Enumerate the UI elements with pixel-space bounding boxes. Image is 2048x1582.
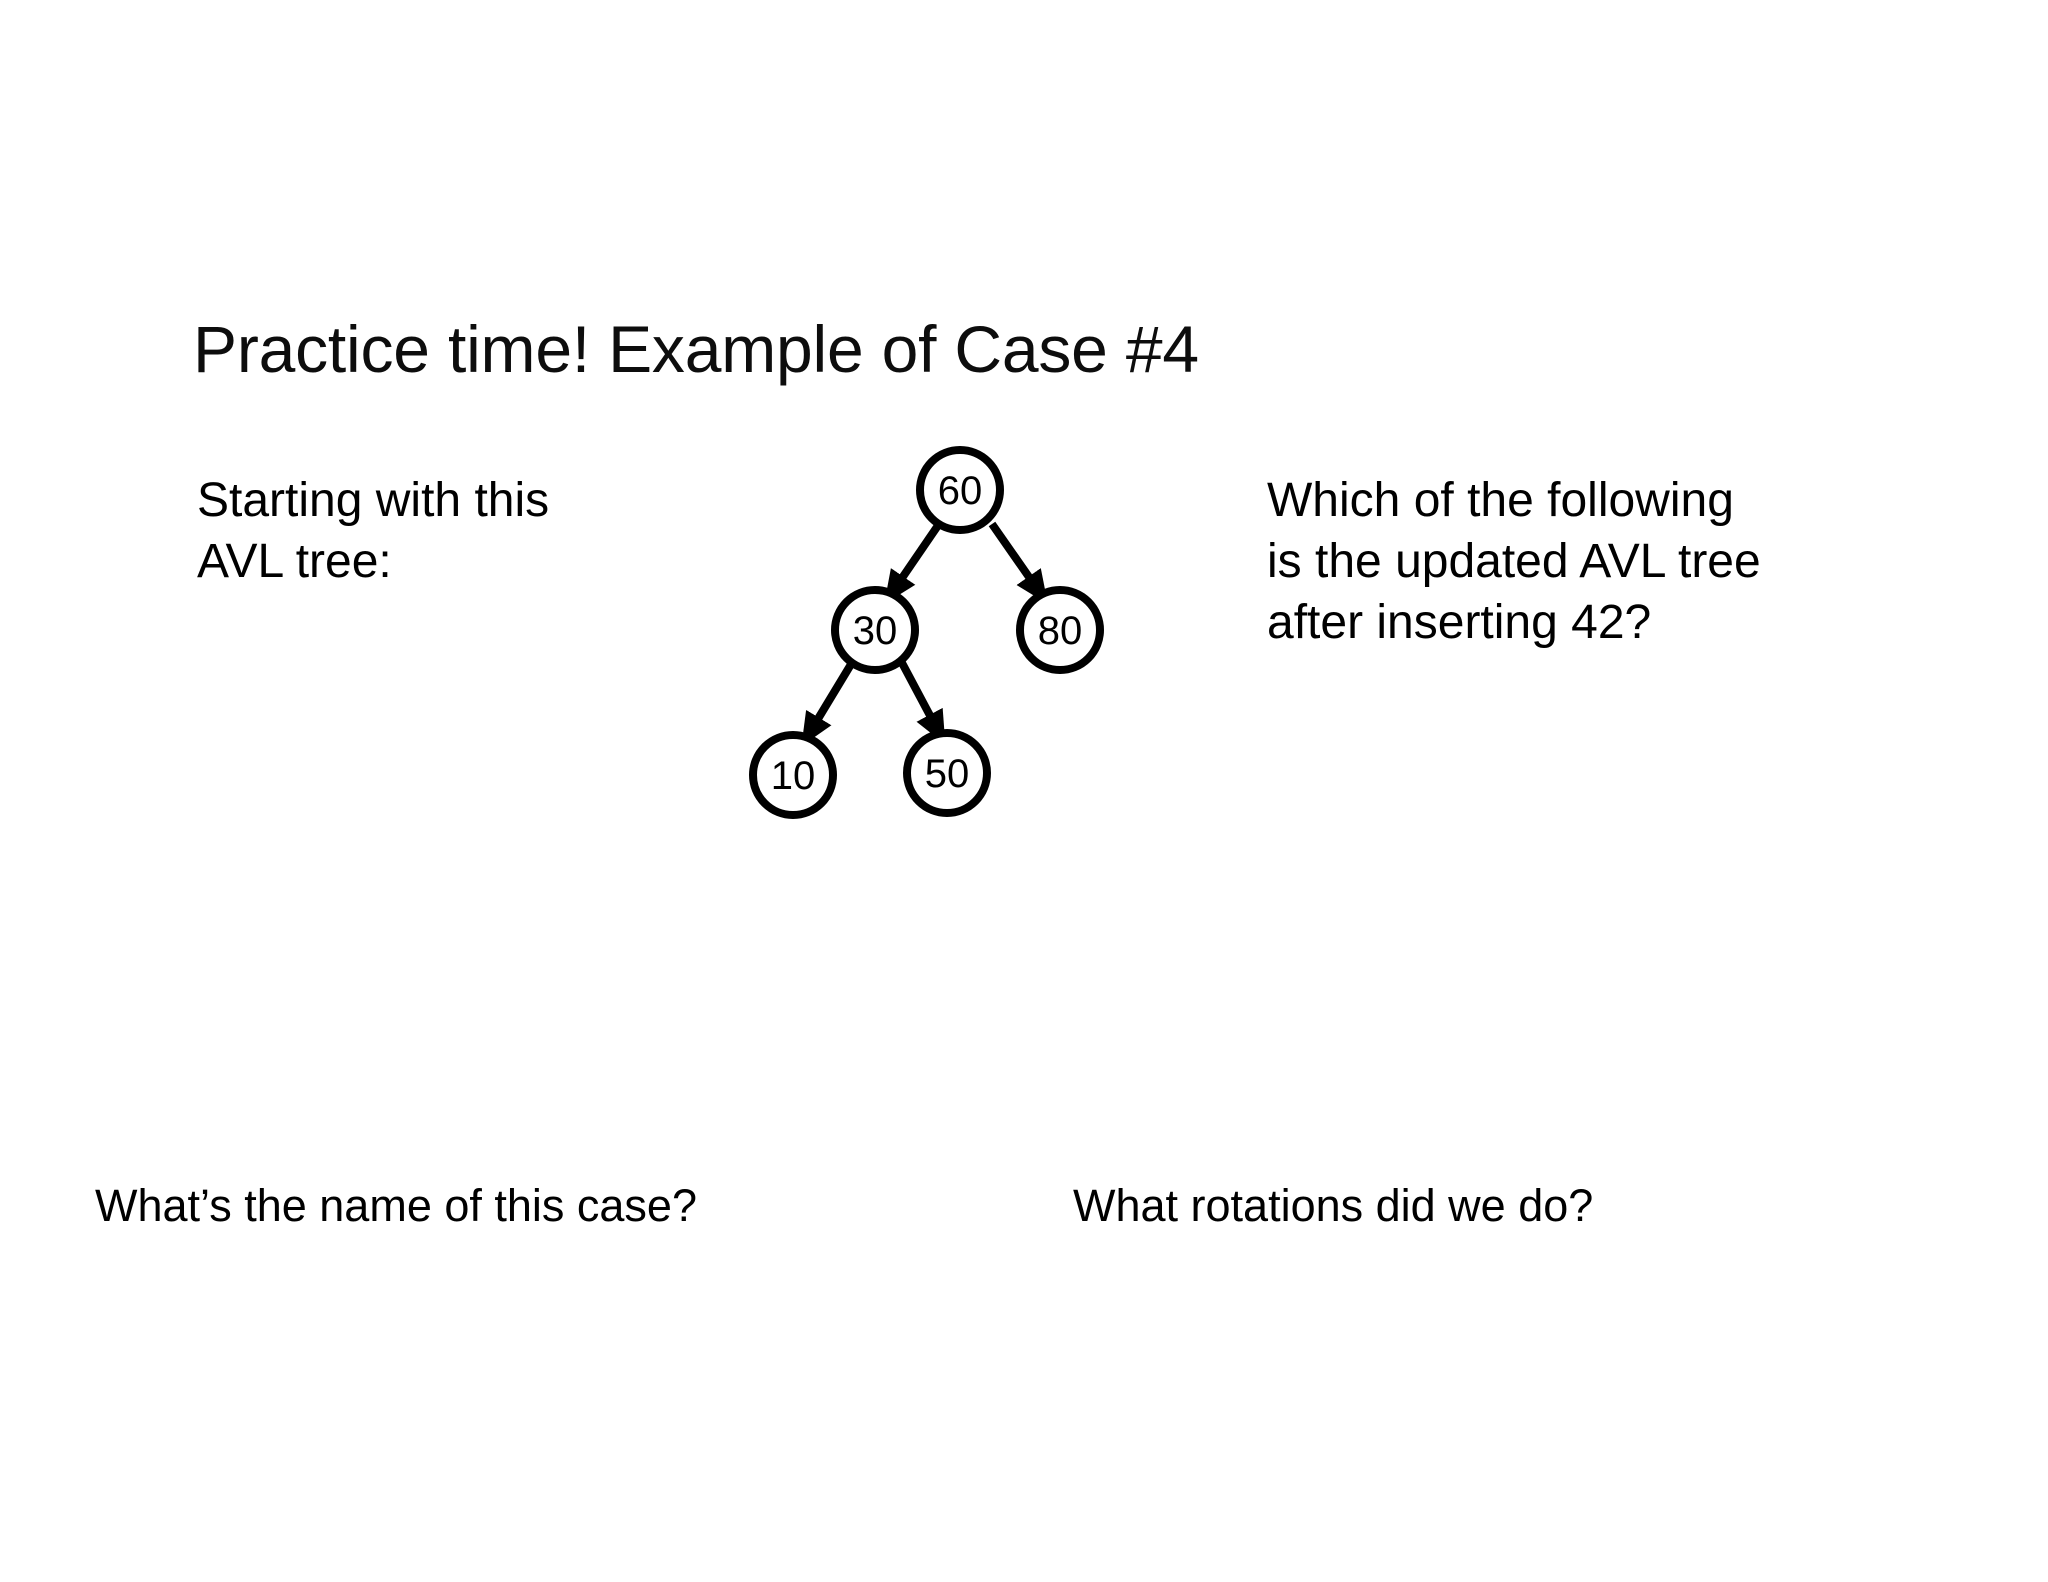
node-label-80: 80 xyxy=(1038,609,1083,653)
node-circle-10 xyxy=(749,731,837,819)
edge-60-to-80 xyxy=(988,521,1049,605)
tree-node-10: 10 xyxy=(749,731,837,819)
node-circle-50 xyxy=(903,729,991,817)
left-prompt-line-1: Starting with this xyxy=(197,474,550,527)
right-prompt-text: Which of the following is the updated AV… xyxy=(1267,470,1761,653)
node-label-30: 30 xyxy=(853,609,898,653)
tree-node-80: 80 xyxy=(1016,586,1104,674)
node-circle-60 xyxy=(916,446,1004,534)
footer-question-case-name: What’s the name of this case? xyxy=(95,1180,697,1231)
node-circle-30 xyxy=(831,586,919,674)
right-prompt-line-3: after inserting 42? xyxy=(1267,596,1652,649)
node-label-10: 10 xyxy=(771,754,816,798)
edge-60-to-30 xyxy=(883,521,943,605)
right-prompt-line-2: is the updated AVL tree xyxy=(1267,535,1761,588)
page-title: Practice time! Example of Case #4 xyxy=(193,312,1199,386)
footer-question-rotations: What rotations did we do? xyxy=(1073,1180,1594,1231)
right-prompt-line-1: Which of the following xyxy=(1267,474,1734,527)
tree-edges xyxy=(800,521,1049,747)
edge-30-to-50 xyxy=(897,659,947,745)
avl-tree-diagram: 60 30 80 10 50 xyxy=(720,430,1140,840)
tree-node-30: 30 xyxy=(831,586,919,674)
node-label-50: 50 xyxy=(925,752,970,796)
node-label-60: 60 xyxy=(938,469,983,513)
left-prompt-text: Starting with this AVL tree: xyxy=(197,470,549,592)
tree-node-50: 50 xyxy=(903,729,991,817)
edge-30-to-10 xyxy=(800,658,857,747)
node-circle-80 xyxy=(1016,586,1104,674)
tree-node-60: 60 xyxy=(916,446,1004,534)
left-prompt-line-2: AVL tree: xyxy=(197,535,392,588)
